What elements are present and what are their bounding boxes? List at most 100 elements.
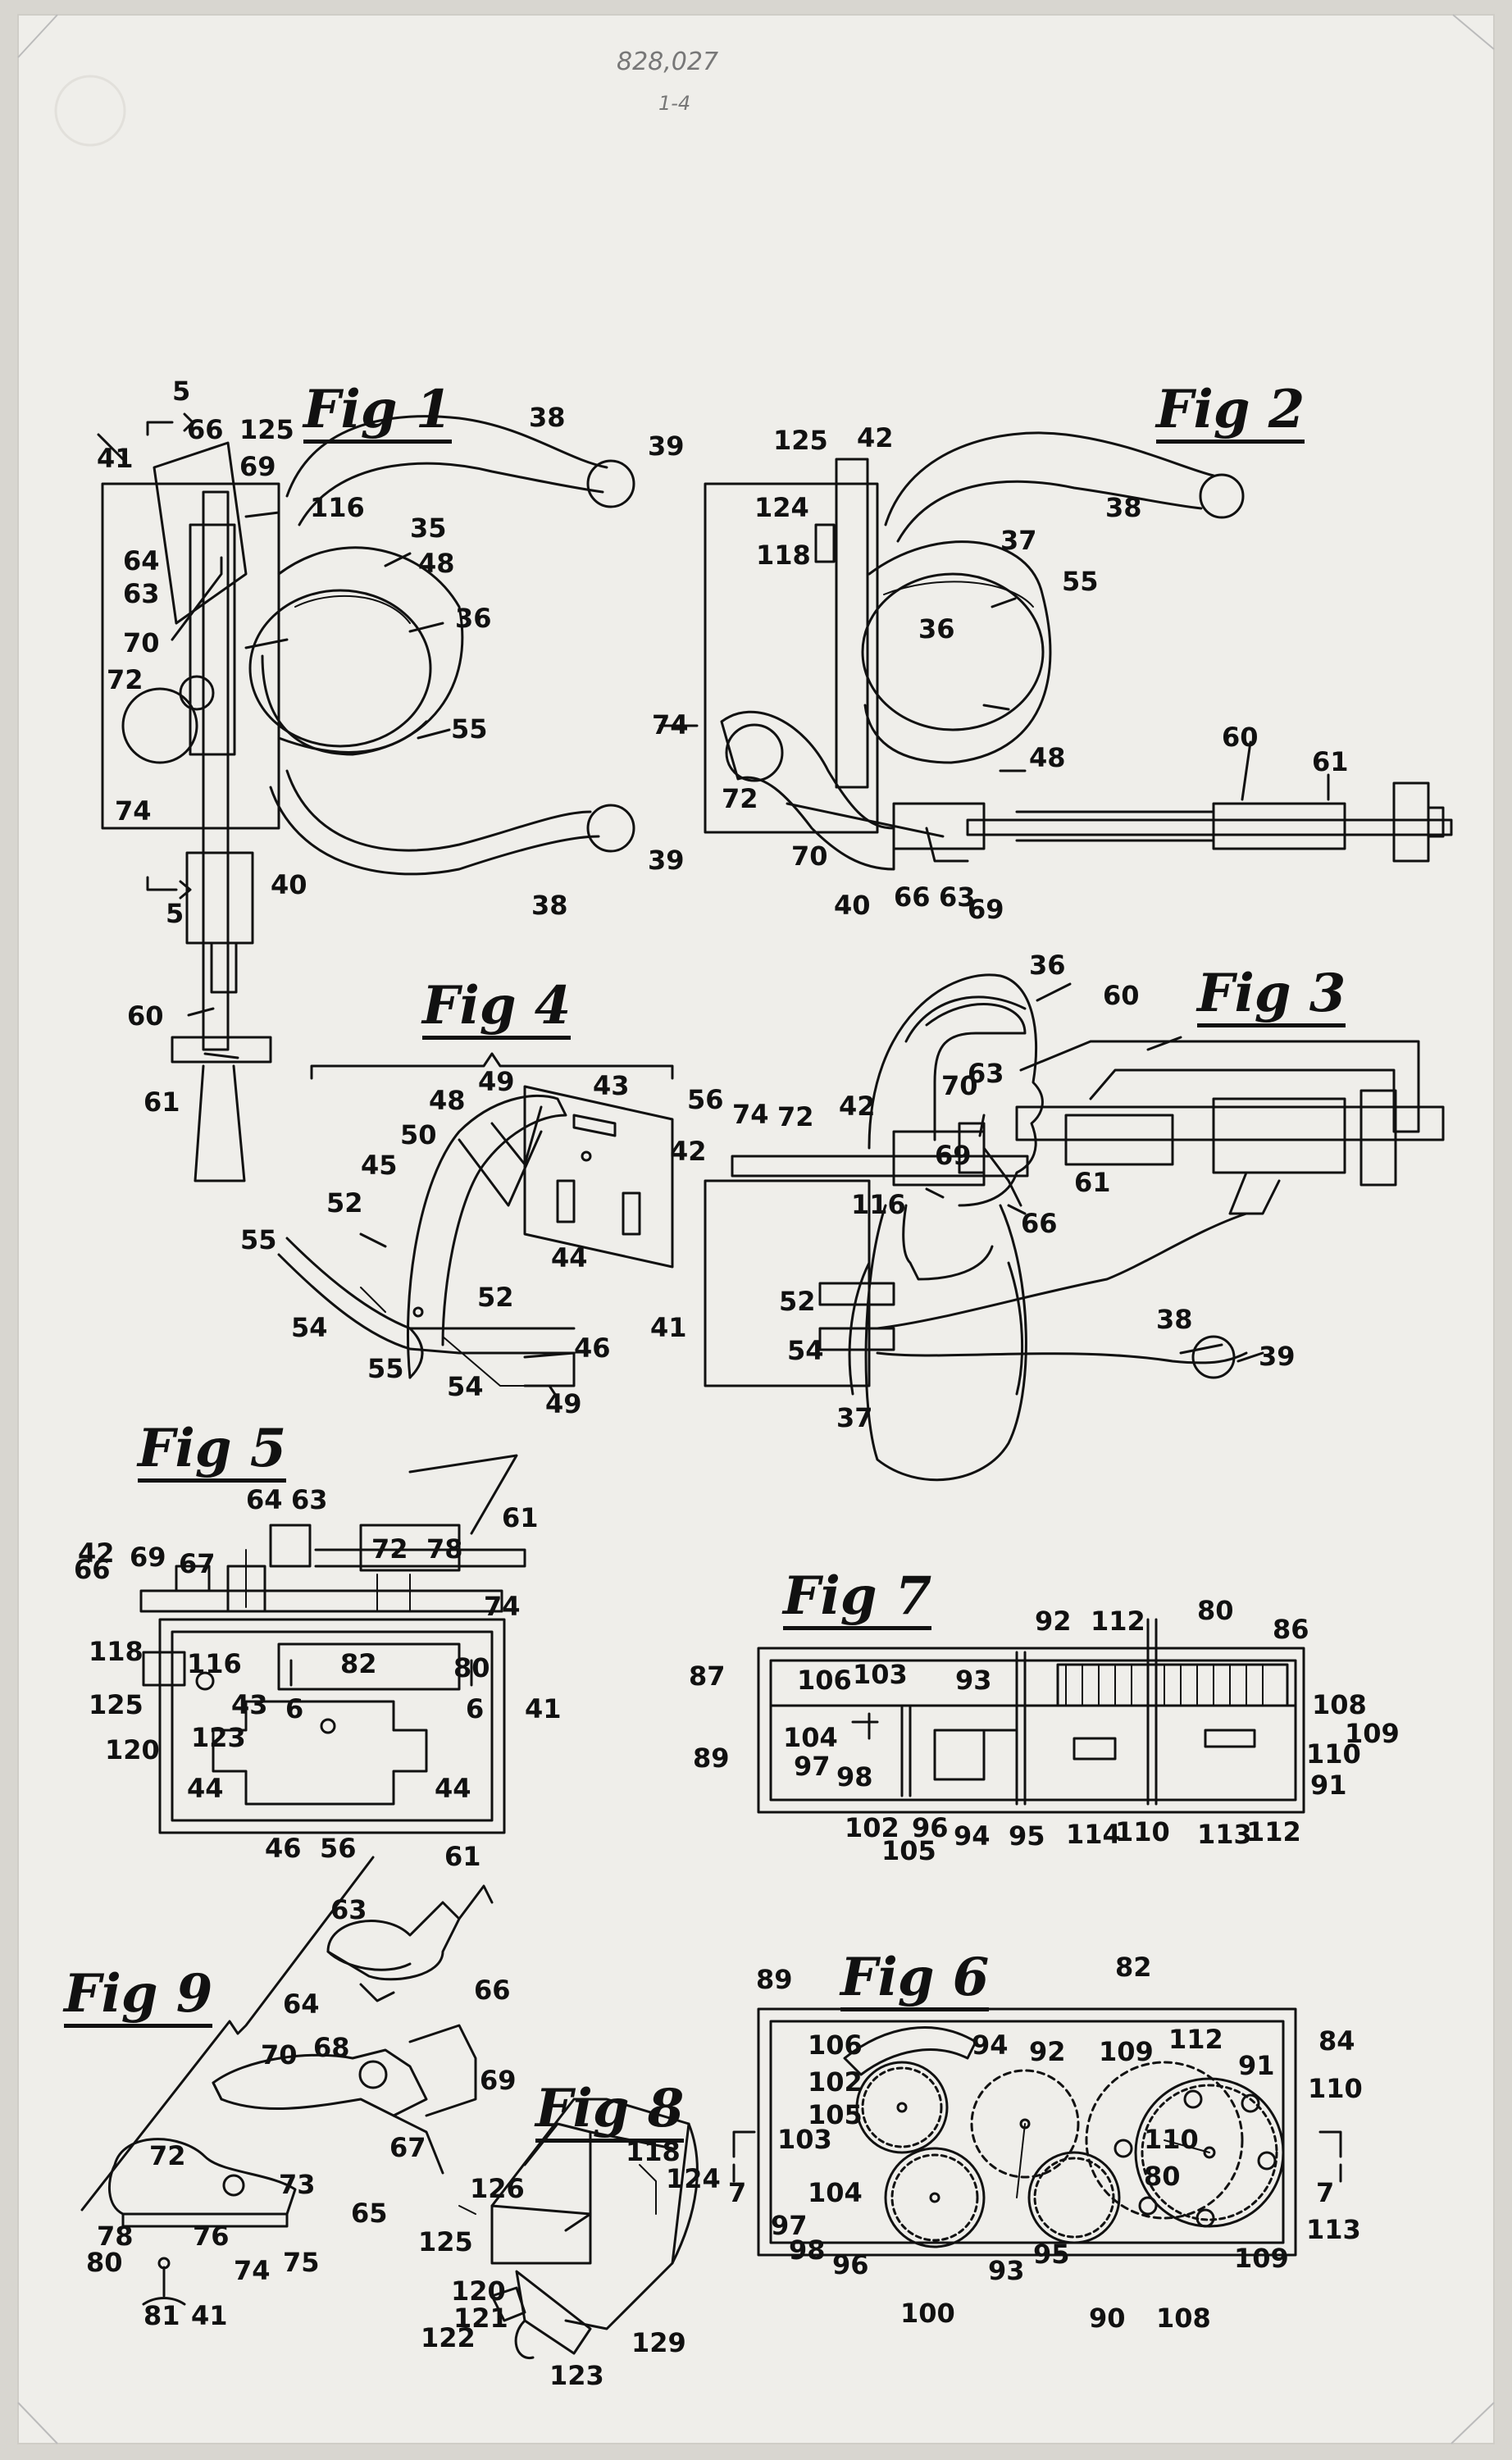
fig4-label: Fig 4 bbox=[422, 980, 572, 1040]
reference-numeral: 36 bbox=[918, 613, 955, 645]
reference-numeral: 61 bbox=[502, 1502, 539, 1533]
reference-numeral: 5 bbox=[166, 898, 184, 929]
reference-numeral: 39 bbox=[648, 845, 685, 876]
reference-numeral: 39 bbox=[1259, 1341, 1296, 1372]
reference-numeral: 97 bbox=[794, 1751, 831, 1782]
reference-numeral: 35 bbox=[410, 512, 447, 544]
reference-numeral: 70 bbox=[791, 840, 828, 872]
reference-numeral: 55 bbox=[367, 1353, 404, 1384]
reference-numeral: 5 bbox=[172, 376, 191, 407]
reference-numeral: 48 bbox=[1029, 742, 1066, 773]
reference-numeral: 91 bbox=[1238, 2050, 1275, 2081]
reference-numeral: 93 bbox=[988, 2255, 1025, 2286]
reference-numeral: 38 bbox=[531, 890, 568, 921]
reference-numeral: 39 bbox=[648, 430, 685, 462]
reference-numeral: 84 bbox=[1318, 2025, 1355, 2057]
reference-numeral: 72 bbox=[371, 1533, 408, 1565]
reference-numeral: 63 bbox=[968, 1058, 1004, 1089]
reference-numeral: 109 bbox=[1345, 1718, 1400, 1749]
reference-numeral: 104 bbox=[783, 1722, 838, 1753]
reference-numeral: 90 bbox=[1089, 2303, 1126, 2334]
reference-numeral: 56 bbox=[320, 1833, 357, 1864]
reference-numeral: 89 bbox=[693, 1742, 730, 1774]
reference-numeral: 80 bbox=[453, 1652, 490, 1683]
fig1-drawing bbox=[97, 412, 635, 1182]
reference-numeral: 102 bbox=[845, 1812, 899, 1843]
reference-numeral: 74 bbox=[234, 2255, 271, 2286]
reference-numeral: 113 bbox=[1306, 2214, 1361, 2245]
reference-numeral: 109 bbox=[1234, 2243, 1289, 2274]
reference-numeral: 63 bbox=[291, 1484, 328, 1515]
sheet-number-note: 1-4 bbox=[658, 92, 691, 115]
reference-numeral: 81 bbox=[143, 2300, 180, 2331]
fig1-label: Fig 1 bbox=[303, 384, 453, 444]
reference-numeral: 66 bbox=[894, 882, 931, 913]
reference-numeral: 46 bbox=[265, 1833, 302, 1864]
reference-numeral: 52 bbox=[477, 1282, 514, 1313]
reference-numeral: 72 bbox=[722, 783, 758, 814]
reference-numeral: 42 bbox=[670, 1136, 707, 1167]
fig8-label: Fig 8 bbox=[535, 2083, 685, 2143]
reference-numeral: 96 bbox=[912, 1812, 949, 1843]
reference-numeral: 61 bbox=[444, 1841, 481, 1872]
reference-numeral: 110 bbox=[1115, 1816, 1170, 1847]
reference-numeral: 124 bbox=[754, 492, 809, 523]
reference-numeral: 44 bbox=[187, 1773, 224, 1804]
reference-numeral: 64 bbox=[123, 545, 160, 576]
reference-numeral: 69 bbox=[130, 1542, 166, 1573]
reference-numeral: 54 bbox=[291, 1312, 328, 1343]
reference-numeral: 66 bbox=[74, 1554, 111, 1585]
patent-number-note: 828,027 bbox=[617, 48, 719, 76]
reference-numeral: 70 bbox=[123, 627, 160, 658]
reference-numeral: 118 bbox=[89, 1636, 143, 1667]
reference-numeral: 60 bbox=[1103, 980, 1140, 1011]
reference-numeral: 49 bbox=[545, 1388, 582, 1419]
reference-numeral: 50 bbox=[400, 1119, 437, 1150]
reference-numeral: 44 bbox=[435, 1773, 471, 1804]
reference-numeral: 6 bbox=[285, 1693, 304, 1724]
reference-numeral: 42 bbox=[839, 1091, 876, 1122]
reference-numeral: 113 bbox=[1197, 1819, 1252, 1850]
reference-numeral: 70 bbox=[941, 1070, 978, 1101]
reference-numeral: 41 bbox=[650, 1312, 687, 1343]
reference-numeral: 7 bbox=[1316, 2177, 1335, 2208]
reference-numeral: 54 bbox=[787, 1335, 824, 1366]
reference-numeral: 102 bbox=[808, 2066, 863, 2098]
reference-numeral: 48 bbox=[418, 548, 455, 579]
reference-numeral: 87 bbox=[689, 1660, 726, 1692]
reference-numeral: 125 bbox=[239, 414, 294, 445]
reference-numeral: 78 bbox=[97, 2221, 134, 2252]
reference-numeral: 80 bbox=[86, 2247, 123, 2278]
reference-numeral: 7 bbox=[728, 2177, 747, 2208]
reference-numeral: 80 bbox=[1144, 2161, 1181, 2192]
reference-numeral: 95 bbox=[1009, 1820, 1045, 1852]
reference-numeral: 52 bbox=[779, 1286, 816, 1317]
fig2-label: Fig 2 bbox=[1156, 384, 1305, 444]
reference-numeral: 112 bbox=[1168, 2024, 1223, 2055]
reference-numeral: 92 bbox=[1029, 2036, 1066, 2067]
reference-numeral: 69 bbox=[480, 2065, 517, 2096]
reference-numeral: 100 bbox=[900, 2298, 955, 2329]
reference-numeral: 38 bbox=[1156, 1304, 1193, 1335]
reference-numeral: 48 bbox=[429, 1085, 466, 1116]
reference-numeral: 125 bbox=[418, 2226, 473, 2257]
reference-numeral: 114 bbox=[1066, 1819, 1121, 1850]
reference-numeral: 56 bbox=[687, 1084, 724, 1115]
reference-numeral: 82 bbox=[1115, 1952, 1152, 1983]
reference-numeral: 75 bbox=[283, 2247, 320, 2278]
reference-numeral: 36 bbox=[455, 603, 492, 634]
reference-numeral: 108 bbox=[1156, 2303, 1211, 2334]
fig9-label: Fig 9 bbox=[64, 1968, 213, 2028]
reference-numeral: 80 bbox=[1197, 1595, 1234, 1626]
reference-numeral: 42 bbox=[78, 1538, 115, 1569]
reference-numeral: 72 bbox=[149, 2140, 186, 2171]
reference-numeral: 69 bbox=[239, 451, 276, 482]
reference-numeral: 44 bbox=[551, 1242, 588, 1273]
reference-numeral: 54 bbox=[447, 1371, 484, 1402]
reference-numeral: 40 bbox=[271, 869, 307, 900]
reference-numeral: 125 bbox=[773, 425, 828, 456]
reference-numeral: 60 bbox=[1222, 722, 1259, 753]
reference-numeral: 92 bbox=[1035, 1606, 1072, 1637]
reference-numeral: 41 bbox=[191, 2300, 228, 2331]
reference-numeral: 112 bbox=[1091, 1606, 1145, 1637]
